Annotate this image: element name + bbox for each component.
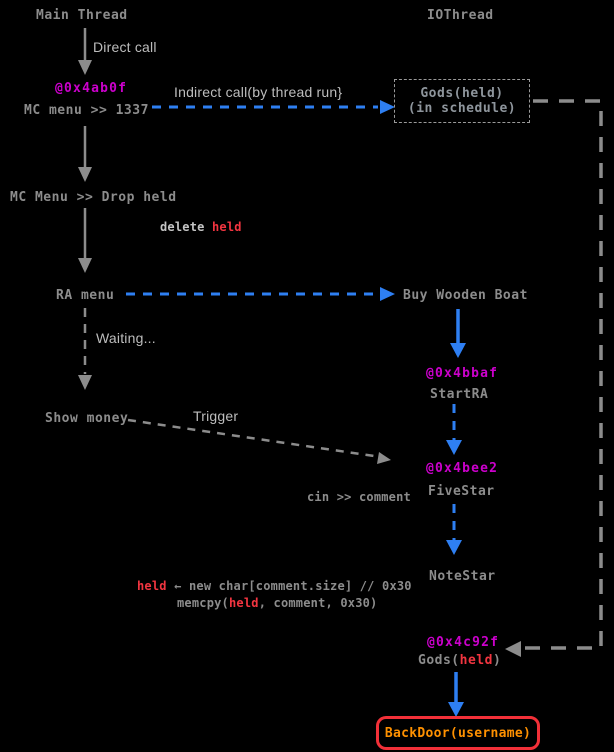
startra-address: @0x4bbaf xyxy=(426,366,499,381)
notestar-node: NoteStar xyxy=(429,569,496,584)
code-line2-rest: , comment, 0x30) xyxy=(258,596,378,610)
waiting-arrow xyxy=(78,308,92,390)
delete-label-prefix: delete xyxy=(160,220,212,234)
show-money-node: Show money xyxy=(45,411,129,426)
mc-menu-address: @0x4ab0f xyxy=(55,81,128,96)
startra-to-fivestar-arrow xyxy=(446,404,462,455)
code-line2-prefix: memcpy( xyxy=(177,596,229,610)
buy-wooden-boat-node: Buy Wooden Boat xyxy=(403,288,528,303)
delete-held-label: delete held xyxy=(160,220,242,234)
direct-call-arrow xyxy=(78,28,92,75)
cin-comment-label: cin >> comment xyxy=(307,490,411,504)
code-line1-held: held xyxy=(137,579,167,593)
mc-menu-drop-node: MC Menu >> Drop held xyxy=(10,190,177,205)
indirect-call-label: Indirect call(by thread run} xyxy=(174,84,343,100)
fivestar-to-notestar-arrow xyxy=(446,504,462,555)
mc1337-to-drop-arrow xyxy=(78,126,92,182)
gods-call-prefix: Gods( xyxy=(418,653,460,668)
gods-schedule-box: Gods(held) (in schedule) xyxy=(394,79,530,123)
fivestar-address: @0x4bee2 xyxy=(426,461,499,476)
gods-call-held: held xyxy=(459,653,493,668)
schedule-box-line2: (in schedule) xyxy=(407,101,517,116)
io-thread-header: IOThread xyxy=(427,8,494,23)
trigger-label: Trigger xyxy=(193,408,239,424)
gods-address: @0x4c92f xyxy=(427,635,500,650)
fivestar-node: FiveStar xyxy=(428,484,495,499)
backdoor-box: BackDoor(username) xyxy=(376,716,540,750)
drop-to-ramenu-arrow xyxy=(78,208,92,273)
code-line-1: held ← new char[comment.size] // 0x30 xyxy=(137,579,412,593)
gods-held-node: Gods(held) xyxy=(418,653,501,668)
ramenu-to-buy-arrow xyxy=(126,287,395,301)
code-line-2: memcpy(held, comment, 0x30) xyxy=(177,596,377,610)
buy-to-startra-arrow xyxy=(450,309,466,358)
gods-call-suffix: ) xyxy=(492,653,502,668)
startra-node: StartRA xyxy=(430,387,489,402)
mc-menu-1337-node: MC menu >> 1337 xyxy=(24,103,149,118)
backdoor-label: BackDoor(username) xyxy=(384,725,532,741)
schedule-box-line1: Gods(held) xyxy=(420,86,504,101)
schedule-loop-connector xyxy=(505,99,603,657)
waiting-label: Waiting... xyxy=(96,330,156,346)
main-thread-header: Main Thread xyxy=(36,8,128,23)
code-line2-held: held xyxy=(228,596,259,610)
code-line1-rest: ← new char[comment.size] // 0x30 xyxy=(166,579,412,593)
delete-label-held: held xyxy=(211,220,242,234)
indirect-call-arrow xyxy=(152,100,395,114)
ra-menu-node: RA menu xyxy=(56,288,115,303)
trigger-arrow xyxy=(127,418,391,464)
gods-to-backdoor-arrow xyxy=(448,672,464,717)
direct-call-label: Direct call xyxy=(93,39,157,55)
